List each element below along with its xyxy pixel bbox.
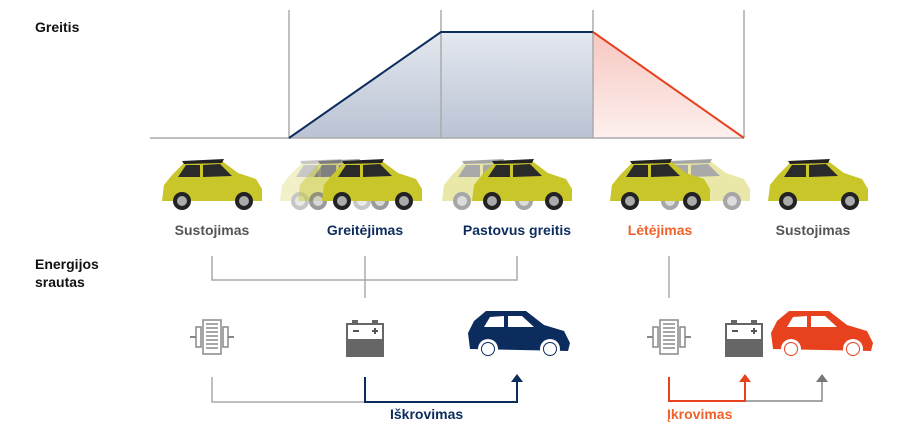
speed-axis-label: Greitis [35,19,80,35]
car-stopped-2 [768,159,868,210]
battery-icon [346,319,384,357]
motor-icon [189,319,235,355]
speed-line-down [592,31,745,139]
speed-chart [150,10,745,139]
energy-label-line2: srautas [35,274,85,290]
stage-label-stop: Sustojimas [174,222,250,238]
charge-label: Įkrovimas [667,406,733,422]
flow-brackets [211,256,670,298]
speed-line-up [288,31,593,139]
energy-label-line1: Energijos [35,256,99,272]
flow-line-gray [211,377,365,403]
battery-icon [725,319,763,357]
stage-label-stop-2: Sustojimas [775,222,851,238]
motor-icon [646,319,692,355]
car-images [162,159,868,210]
car-icon-red [771,311,873,359]
charge-arrow [668,377,746,402]
stage-label-accelerate: Greitėjimas [326,222,404,238]
arrow-head-icon [739,374,751,382]
energy-flow-label: Energijos srautas [35,255,99,291]
discharge-label: Iškrovimas [390,406,464,422]
stage-label-decelerate: Lėtėjimas [627,222,693,238]
stage-label-constant: Pastovus greitis [462,222,572,238]
flow-line-gray-2 [745,380,823,402]
arrow-head-icon [816,374,828,382]
car-stopped-1 [162,159,262,210]
discharge-arrow [364,377,518,403]
car-icon-blue [468,311,570,359]
arrow-head-icon [511,374,523,382]
